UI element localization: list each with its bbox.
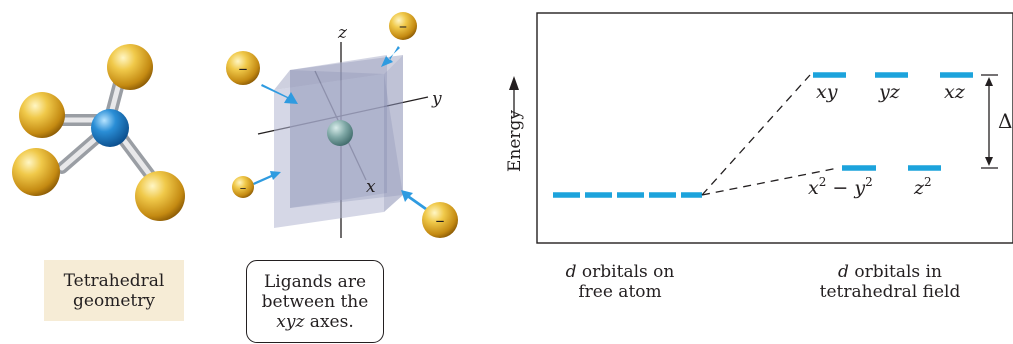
svg-text:–: – bbox=[239, 58, 248, 79]
svg-text:–: – bbox=[436, 210, 445, 231]
label-xz: xz bbox=[944, 81, 966, 103]
cube-side-face bbox=[384, 55, 403, 212]
tetrahedral-field-caption: d orbitals in tetrahedral field bbox=[800, 262, 980, 302]
diagram-frame bbox=[536, 12, 1013, 244]
ligand-atom-upper-left bbox=[19, 92, 65, 138]
energy-diagram: Energy xy yz xz x2 − y2 z2 bbox=[505, 12, 1013, 244]
ligand-lower-right: – bbox=[422, 202, 458, 238]
caption-line: Tetrahedral bbox=[63, 270, 165, 291]
tetrahedral-geometry-caption: Tetrahedral geometry bbox=[44, 260, 184, 321]
arrow-upper-right bbox=[381, 46, 400, 67]
ligands-caption: Ligands are between the xyz axes. bbox=[246, 260, 384, 343]
svg-text:–: – bbox=[240, 181, 247, 196]
label-yz: yz bbox=[878, 81, 901, 103]
delta-arrowhead-down bbox=[985, 157, 993, 166]
cube-top-face bbox=[274, 55, 403, 90]
delta-label: Δ bbox=[998, 109, 1012, 133]
tetrahedral-molecule bbox=[12, 44, 185, 221]
arrow-lower-right bbox=[401, 190, 427, 210]
caption-line: d orbitals on bbox=[565, 262, 675, 282]
approach-arrows bbox=[253, 46, 427, 210]
delta-splitting-marker bbox=[981, 74, 998, 169]
arrow-upper-left bbox=[261, 84, 298, 104]
ligand-upper-left: – bbox=[226, 51, 260, 85]
energy-axis-arrowhead bbox=[509, 76, 519, 90]
central-metal-atom bbox=[91, 109, 129, 147]
caption-line: Ligands are bbox=[263, 271, 367, 292]
caption-line: free atom bbox=[578, 282, 662, 302]
svg-text:–: – bbox=[399, 16, 407, 35]
label-z2: z2 bbox=[913, 175, 932, 199]
x-axis-label: x bbox=[366, 177, 376, 197]
delta-arrowhead-up bbox=[985, 77, 993, 86]
dashed-line-lower bbox=[701, 167, 839, 196]
z-axis-label: z bbox=[337, 23, 348, 43]
ligand-atom-lower-right bbox=[135, 171, 185, 221]
caption-line: tetrahedral field bbox=[819, 282, 961, 302]
central-metal-atom bbox=[327, 120, 353, 146]
ligand-lower-left: – bbox=[232, 176, 254, 198]
dashed-line-upper bbox=[701, 74, 811, 196]
caption-line: xyz axes. bbox=[276, 311, 354, 332]
caption-line: d orbitals in bbox=[838, 262, 942, 282]
ligand-upper-right: – bbox=[389, 12, 417, 40]
ligand-atom-top bbox=[107, 44, 153, 90]
y-axis-label: y bbox=[431, 89, 442, 109]
ligand-atom-lower-left bbox=[12, 148, 60, 196]
arrow-lower-left bbox=[253, 171, 281, 185]
caption-line: geometry bbox=[73, 290, 155, 311]
cube-axes-model: z y x – – – – bbox=[226, 12, 458, 238]
free-atom-caption: d orbitals on free atom bbox=[540, 262, 700, 302]
energy-axis-label: Energy bbox=[505, 110, 525, 172]
label-x2-y2: x2 − y2 bbox=[808, 175, 873, 199]
cube-front-face bbox=[274, 74, 384, 228]
label-xy: xy bbox=[816, 81, 838, 103]
caption-line: between the bbox=[261, 291, 369, 312]
